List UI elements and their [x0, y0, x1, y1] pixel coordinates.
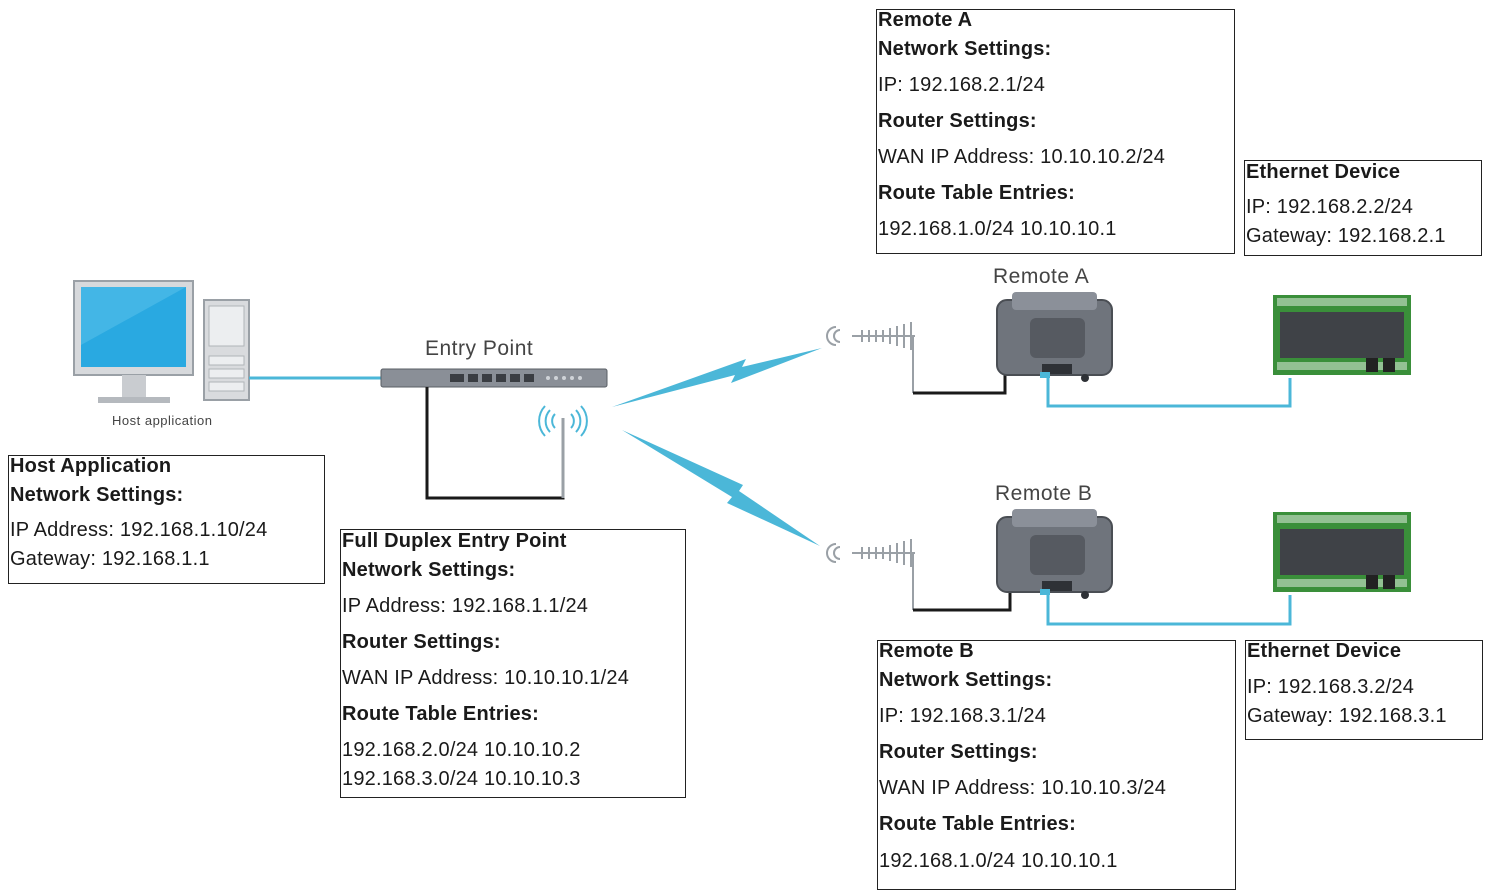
- remote-b-label: Remote B: [995, 482, 1093, 505]
- router-settings-heading: Router Settings:: [879, 741, 1038, 763]
- ip-value: IP Address: 192.168.1.1/24: [342, 595, 589, 617]
- radio-modem-icon: [996, 292, 1113, 382]
- box-title: Ethernet Device: [1246, 161, 1401, 183]
- wireless-link-a: [612, 348, 822, 407]
- network-settings-heading: Network Settings:: [879, 669, 1053, 691]
- network-settings-heading: Network Settings:: [342, 559, 516, 581]
- ip-value: IP: 192.168.3.1/24: [879, 705, 1047, 727]
- radio-modem-icon: [996, 509, 1113, 599]
- gateway-value: Gateway: 192.168.3.1: [1247, 705, 1447, 727]
- antenna-icon: [826, 322, 915, 393]
- ethernet-device-icon: [1273, 512, 1411, 592]
- ip-value: IP: 192.168.2.2/24: [1246, 196, 1414, 218]
- remote-b-settings-box: Remote B Network Settings: IP: 192.168.3…: [877, 640, 1236, 890]
- computer-icon: [73, 280, 250, 403]
- remote-a-settings-box: Remote A Network Settings: IP: 192.168.2…: [876, 9, 1235, 254]
- ethernet-device-b-box: Ethernet Device IP: 192.168.3.2/24 Gatew…: [1245, 640, 1483, 740]
- gateway-value: Gateway: 192.168.2.1: [1246, 225, 1446, 247]
- network-settings-heading: Network Settings:: [10, 484, 184, 506]
- route-entry: 192.168.1.0/24 10.10.10.1: [879, 850, 1118, 872]
- route-table-heading: Route Table Entries:: [879, 813, 1076, 835]
- antenna-icon: [826, 539, 915, 610]
- wireless-signal-icon: [538, 405, 588, 437]
- wan-ip-value: WAN IP Address: 10.10.10.1/24: [342, 667, 630, 689]
- router-settings-heading: Router Settings:: [342, 631, 501, 653]
- box-title: Remote B: [879, 640, 974, 662]
- ip-value: IP: 192.168.3.2/24: [1247, 676, 1415, 698]
- remote-a-label: Remote A: [993, 265, 1090, 288]
- route-entry: 192.168.3.0/24 10.10.10.3: [342, 768, 581, 790]
- router-settings-heading: Router Settings:: [878, 110, 1037, 132]
- box-title: Host Application: [10, 455, 172, 477]
- remote-a-ethernet-link: [1046, 378, 1292, 408]
- entry-point-label: Entry Point: [425, 337, 534, 360]
- route-entry: 192.168.1.0/24 10.10.10.1: [878, 218, 1117, 240]
- route-entry: 192.168.2.0/24 10.10.10.2: [342, 739, 581, 761]
- wan-ip-value: WAN IP Address: 10.10.10.3/24: [879, 777, 1167, 799]
- remote-a-cable: [913, 372, 1007, 395]
- gateway-value: Gateway: 192.168.1.1: [10, 548, 210, 570]
- network-settings-heading: Network Settings:: [878, 38, 1052, 60]
- box-title: Ethernet Device: [1247, 640, 1402, 662]
- host-application-box: Host Application Network Settings: IP Ad…: [8, 455, 325, 584]
- route-table-heading: Route Table Entries:: [342, 703, 539, 725]
- wan-ip-value: WAN IP Address: 10.10.10.2/24: [878, 146, 1166, 168]
- ip-value: IP Address: 192.168.1.10/24: [10, 519, 268, 541]
- ethernet-device-a-box: Ethernet Device IP: 192.168.2.2/24 Gatew…: [1244, 160, 1482, 256]
- ip-value: IP: 192.168.2.1/24: [878, 74, 1046, 96]
- box-title: Full Duplex Entry Point: [342, 530, 567, 552]
- ethernet-device-icon: [1273, 295, 1411, 375]
- entry-point-settings-box: Full Duplex Entry Point Network Settings…: [340, 529, 686, 798]
- box-title: Remote A: [878, 9, 973, 31]
- entry-cable: [425, 387, 565, 500]
- wireless-link-b: [622, 430, 820, 546]
- rack-router-icon: [380, 368, 608, 388]
- remote-b-cable: [913, 590, 1012, 612]
- remote-b-ethernet-link: [1046, 595, 1292, 626]
- host-application-label: Host application: [112, 413, 213, 428]
- route-table-heading: Route Table Entries:: [878, 182, 1075, 204]
